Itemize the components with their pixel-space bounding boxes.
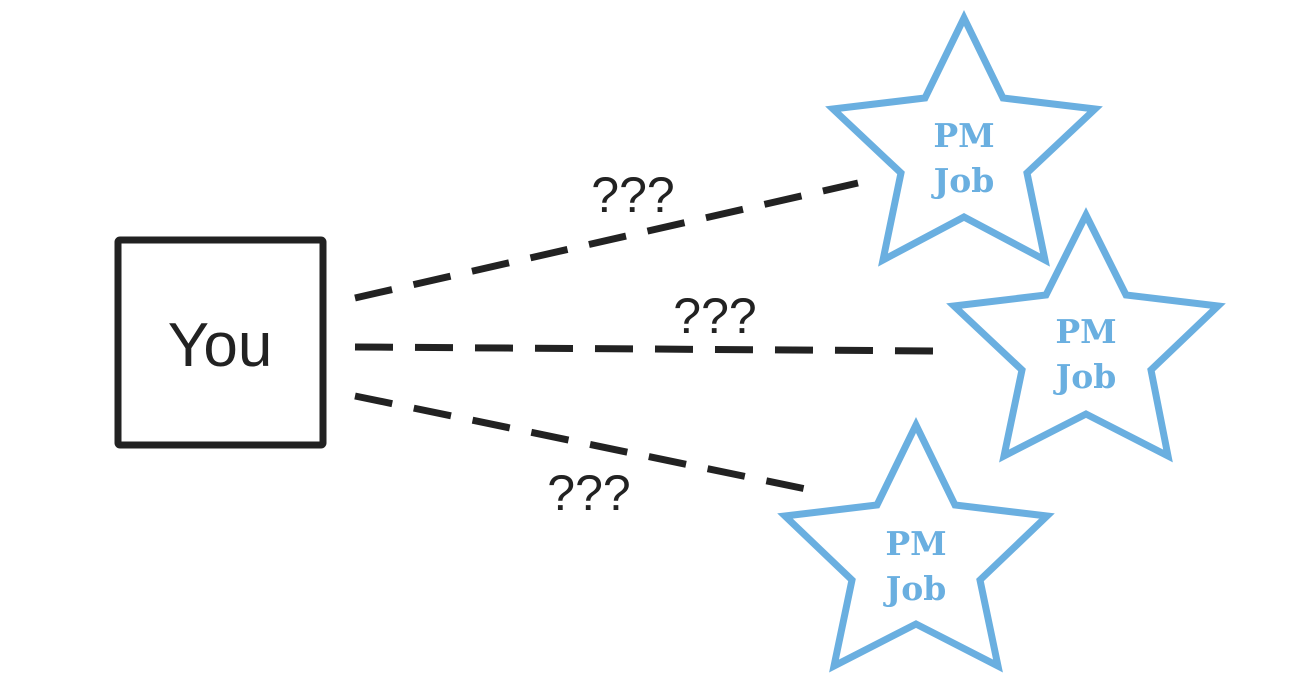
- star-label-line2: Job: [883, 569, 947, 608]
- star-label-line1: PM: [1055, 312, 1116, 351]
- you-box: [114, 236, 327, 449]
- connection-line-bottom: [354, 392, 807, 493]
- star-shape: [825, 10, 1103, 267]
- job-star-bottom: PM Job: [777, 417, 1055, 673]
- connections: [354, 179, 939, 493]
- you-node: You: [114, 236, 327, 449]
- connection-label-middle: ???: [673, 288, 756, 344]
- you-label: You: [168, 311, 273, 380]
- star-shape: [946, 207, 1226, 463]
- star-label-line2: Job: [931, 161, 995, 200]
- connection-label-top: ???: [591, 167, 674, 223]
- star-label-line1: PM: [885, 524, 946, 563]
- connection-labels: ??? ??? ???: [547, 167, 756, 521]
- star-label-line1: PM: [933, 116, 994, 155]
- connection-line-middle: [354, 343, 939, 355]
- connection-label-bottom: ???: [547, 465, 630, 521]
- connection-line-top: [354, 179, 859, 302]
- star-shape: [777, 417, 1055, 673]
- star-label-line2: Job: [1053, 357, 1117, 396]
- job-star-top: PM Job: [825, 10, 1103, 267]
- job-star-middle: PM Job: [946, 207, 1226, 463]
